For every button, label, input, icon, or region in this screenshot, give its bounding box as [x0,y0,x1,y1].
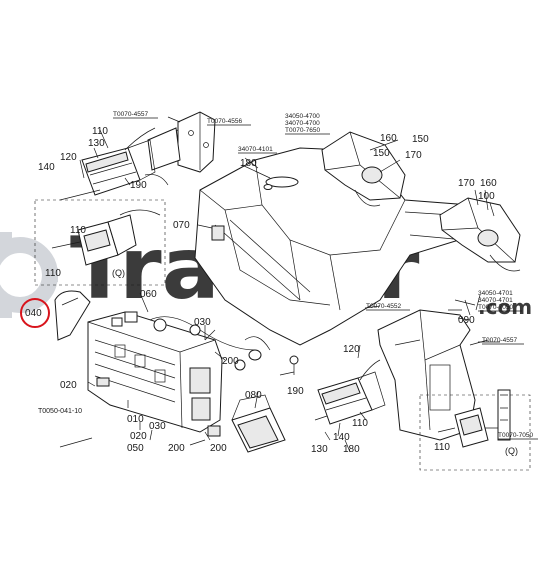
ref-code: T0070-7050 [498,432,533,439]
ref-code: 34070-4700 [285,120,320,127]
callout: 120 [343,344,360,355]
watermark-suffix: .com [478,295,532,319]
callout: 180 [240,158,257,169]
callout: 180 [343,444,360,455]
callout: 030 [149,421,166,432]
callout: 150 [373,148,390,159]
ref-code: T0070-7050 [478,304,513,311]
callout: 200 [222,356,239,367]
callout: 170 [458,178,475,189]
callout: 190 [130,180,147,191]
ref-code: T0070-4557 [482,337,517,344]
bulb-and-wiring [111,311,271,371]
callout: 170 [405,150,422,161]
q-marker-right: (Q) [505,446,518,456]
callout: 110 [70,225,86,236]
callout: 070 [173,220,190,231]
callout: 140 [333,432,350,443]
q-variant-box-right [419,389,531,471]
fasteners [59,225,331,448]
callout: 060 [140,289,157,300]
work-lamp-top-left [59,127,169,201]
callout: 120 [60,152,77,163]
callout: 110 [352,418,368,429]
callout: 150 [412,134,429,145]
lamp-cover-right [439,197,521,272]
callout: 090 [458,315,475,326]
lamp-cover-top-right [321,131,406,207]
callout: 030 [194,317,211,328]
ref-code: T0070-4556 [207,118,242,125]
ref-code: 34070-4101 [238,146,273,153]
side-bracket-040 [20,290,91,341]
lamp-bracket [147,111,216,173]
callout-highlighted: 040 [25,308,42,319]
callout: 160 [380,133,397,144]
callout: 080 [245,390,262,401]
callout: 010 [127,414,144,425]
callout: 130 [311,444,328,455]
callout: 020 [130,431,147,442]
ref-code: 34050-4700 [285,113,320,120]
ref-code: T0070-4552 [366,303,401,310]
callout: 140 [38,162,55,173]
callout: 050 [127,443,144,454]
work-lamp-bottom-right [317,359,386,425]
callout: 110 [92,126,108,137]
callout: 160 [480,178,497,189]
callout: 130 [88,138,105,149]
q-marker-left: (Q) [112,268,125,278]
callout: 100 [478,191,495,202]
ref-code: T0070-7650 [285,127,320,134]
ref-code: T0070-4557 [113,111,148,118]
turn-signal-lamp [231,394,286,453]
leader-lines [79,116,500,453]
callout: 200 [210,443,227,454]
footer-code: T0050-041-10 [38,408,82,415]
callout: 110 [434,442,450,453]
callout: 020 [60,380,77,391]
gear-icon [0,232,58,318]
front-grille [87,311,223,433]
ref-code: 34050-4701 [478,290,513,297]
reference-codes: T0070-4557 T0070-4556 34070-4101 34050-4… [113,111,538,440]
callout: 190 [287,386,304,397]
ref-code: 34070-4701 [478,297,513,304]
callout: 110 [45,268,61,279]
part-callouts: 110 130 120 140 190 110 110 180 070 160 … [25,126,497,455]
callout: 200 [168,443,185,454]
highlighted-callout-ring [20,298,50,328]
q-variant-box-left [34,199,166,286]
